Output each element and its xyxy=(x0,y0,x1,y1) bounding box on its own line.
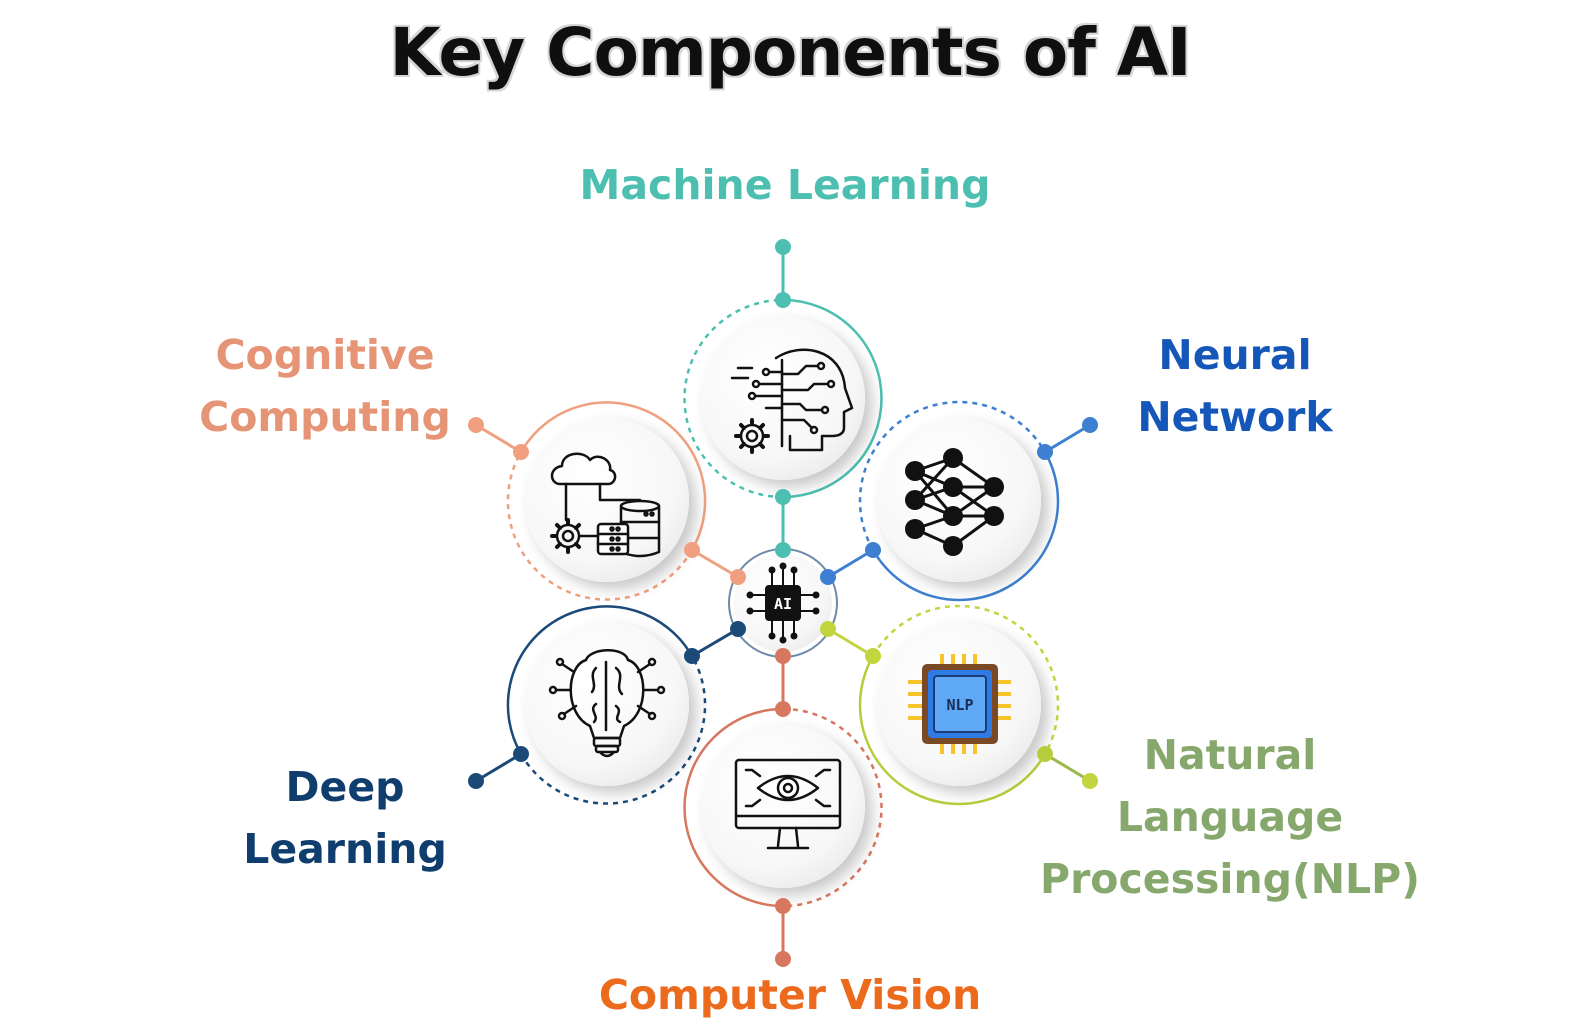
center-node: AI xyxy=(728,548,838,658)
nlp-chip-icon: NLP xyxy=(908,654,1011,754)
lightbulb-brain-icon xyxy=(548,649,666,758)
cloud-server-icon xyxy=(550,452,661,558)
ai-chip-icon xyxy=(746,562,820,644)
ring-deep-learning-dashed xyxy=(519,655,707,805)
ring-machine-learning-dashed xyxy=(683,298,784,499)
neural-network-icon xyxy=(905,448,1004,556)
dots xyxy=(468,239,1098,967)
ring-cognitive-dashed xyxy=(506,451,694,601)
ring-computer-vision-dashed xyxy=(782,707,883,908)
ring-nlp-solid xyxy=(858,655,1047,806)
connector-cognitive xyxy=(691,548,739,579)
leader-nlp xyxy=(1044,752,1091,783)
leaders xyxy=(475,247,1091,959)
leader-deep-learning xyxy=(475,752,522,783)
ring-computer-vision-solid xyxy=(683,707,784,908)
ai-head-gear-icon xyxy=(730,348,854,454)
ring-nlp-dashed xyxy=(871,604,1060,755)
label-computer-vision: Computer Vision xyxy=(598,971,982,1019)
ring-neural-network-dashed xyxy=(858,400,1047,551)
leader-neural-network xyxy=(1044,423,1091,454)
connectors xyxy=(691,497,874,709)
label-neural-network: Neural Network xyxy=(1137,331,1333,441)
label-deep-learning: Deep Learning xyxy=(243,763,447,873)
nlp-chip-text: NLP xyxy=(946,696,973,714)
label-machine-learning: Machine Learning xyxy=(579,161,991,209)
ring-cognitive-solid xyxy=(519,401,707,551)
page-title: Key Components of AI xyxy=(389,14,1191,91)
monitor-eye-icon xyxy=(734,758,842,850)
connector-nlp xyxy=(827,627,874,658)
rings xyxy=(506,298,1060,908)
connector-neural-network xyxy=(827,548,874,579)
disc-neural-network xyxy=(877,418,1041,582)
label-cognitive-computing: Cognitive Computing xyxy=(199,331,451,441)
center-label: AI xyxy=(774,595,792,613)
leader-cognitive xyxy=(475,423,522,454)
disc-computer-vision xyxy=(701,724,865,888)
ring-machine-learning-solid xyxy=(782,298,883,499)
label-nlp: Natural Language Processing(NLP) xyxy=(1040,731,1420,903)
ring-deep-learning-solid xyxy=(506,605,694,755)
ring-neural-network-solid xyxy=(871,451,1060,602)
connector-deep-learning xyxy=(691,627,739,658)
